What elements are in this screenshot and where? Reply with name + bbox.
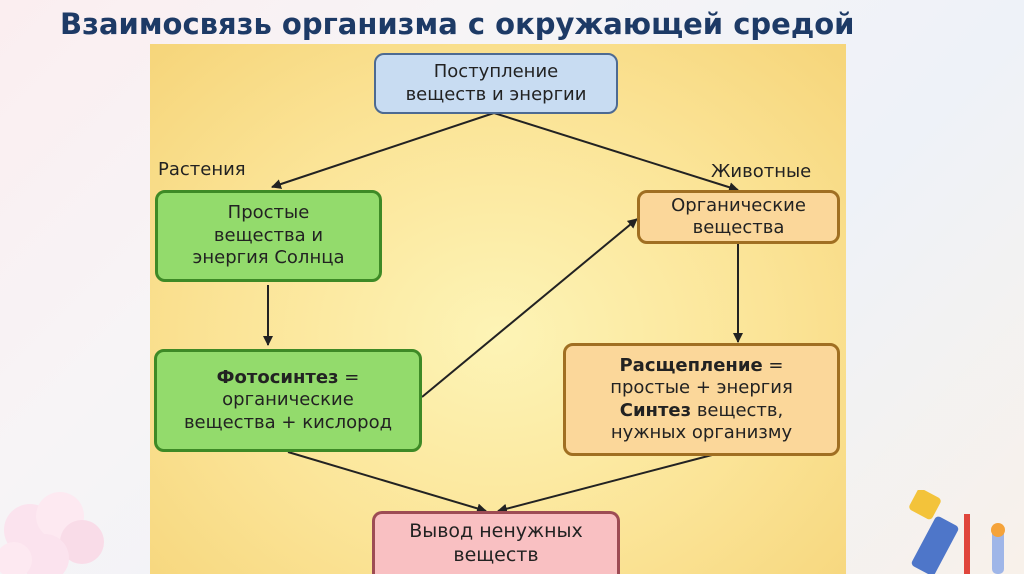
split-bold-term-2: Синтез [620,400,691,421]
split-line-3-rest: веществ, [691,400,783,421]
intake-box: Поступление веществ и энергии [374,53,618,114]
splitting-box: Расщепление = простые + энергия Синтез в… [563,343,840,456]
simple-line-2: вещества и [193,225,345,248]
animals-label: Животные [711,161,811,182]
split-line-4: нужных организму [610,422,793,445]
microscope-decoration [860,490,1024,574]
intake-line-1: Поступление [406,61,587,84]
output-line-2: веществ [409,544,583,568]
arrow-intake-to-organic [494,113,738,190]
photo-line-1: Фотосинтез = [184,367,392,390]
split-line-1: Расщепление = [610,355,793,378]
cloud-decoration [0,470,110,574]
split-line-2: простые + энергия [610,377,793,400]
arrow-photo-to-output [288,452,486,511]
output-line-1: Вывод ненужных [409,520,583,544]
photo-line-2: органические [184,389,392,412]
simple-substances-box: Простые вещества и энергия Солнца [155,190,382,282]
plants-label: Растения [158,159,246,180]
split-line-1-rest: = [763,355,784,376]
photo-bold-term: Фотосинтез [217,367,339,388]
simple-line-1: Простые [193,202,345,225]
output-box: Вывод ненужных веществ [372,511,620,574]
organic-line-1: Органические [671,195,806,218]
photo-line-3: вещества + кислород [184,412,392,435]
arrow-split-to-output [498,455,712,511]
organic-line-2: вещества [671,217,806,240]
arrow-intake-to-simple [272,113,494,187]
split-line-3: Синтез веществ, [610,400,793,423]
simple-line-3: энергия Солнца [193,247,345,270]
split-bold-term-1: Расщепление [619,355,762,376]
intake-line-2: веществ и энергии [406,84,587,107]
photosynthesis-box: Фотосинтез = органические вещества + кис… [154,349,422,452]
photo-line-1-rest: = [339,367,360,388]
organic-substances-box: Органические вещества [637,190,840,244]
